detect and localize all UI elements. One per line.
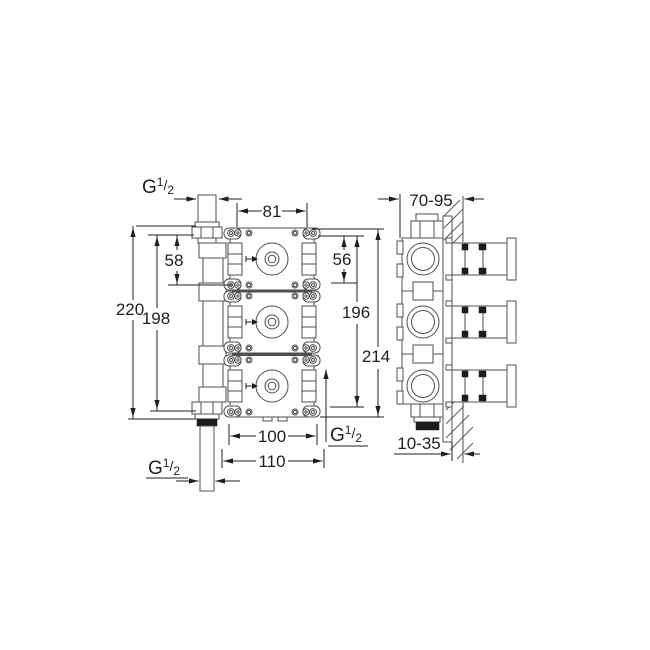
dim-label-56: 56 (333, 250, 352, 269)
dim-label-196: 196 (342, 303, 370, 322)
dim-height-198: 198 (142, 235, 170, 411)
cartridge-middle (445, 300, 517, 344)
dim-label-10-35: 10-35 (397, 434, 440, 453)
dim-depth-70-95: 70-95 (378, 191, 484, 238)
dim-height-220: 220 (116, 225, 196, 420)
thread-label-bottom-left: G1/2 (148, 456, 180, 479)
thread-label-top-left: G1/2 (142, 175, 174, 198)
seal-ring-side (415, 421, 440, 431)
dim-offset-58: 58 (165, 235, 232, 286)
dim-depth-10-35: 10-35 (394, 434, 480, 461)
dim-label-110: 110 (258, 452, 285, 471)
dim-label-81: 81 (263, 202, 282, 221)
body-column (198, 242, 227, 403)
side-view: 70-95 10-35 (378, 191, 517, 463)
side-connectors (412, 281, 434, 364)
valve-module-middle (223, 290, 321, 354)
dim-width-110: 110 (221, 449, 325, 471)
wall-hatch-bottom (445, 395, 474, 460)
cartridge-bottom (445, 364, 517, 408)
side-body (396, 213, 444, 431)
dim-thread-bottom-left: G1/2 (146, 456, 240, 484)
cartridge-top (445, 237, 517, 281)
mounting-feet (262, 416, 288, 422)
dim-offset-56: 56 (318, 235, 364, 284)
front-view: G1/2 220 198 58 (116, 175, 390, 492)
dim-width-81: 81 (236, 202, 308, 227)
dim-label-100: 100 (258, 427, 286, 446)
dim-width-100: 100 (228, 424, 318, 446)
seal-ring (196, 418, 218, 427)
dim-label-198: 198 (142, 309, 170, 328)
dim-thread-top-left: G1/2 (142, 175, 242, 202)
wall-hatch-top (443, 199, 464, 245)
thread-label-bottom-right: G1/2 (330, 423, 362, 446)
dim-thread-bottom-right: G1/2 (323, 369, 368, 447)
dim-label-58: 58 (165, 251, 184, 270)
dim-label-70-95: 70-95 (409, 191, 452, 210)
valve-module-bottom (223, 354, 321, 418)
dim-height-196: 196 (330, 236, 370, 408)
dim-label-214: 214 (362, 347, 390, 366)
module-seams (232, 290, 312, 356)
side-valve-bodies (406, 242, 440, 403)
valve-module-top (223, 227, 321, 291)
dim-height-214: 214 (312, 228, 390, 418)
side-left-tabs (396, 240, 404, 405)
dim-label-220: 220 (116, 300, 144, 319)
